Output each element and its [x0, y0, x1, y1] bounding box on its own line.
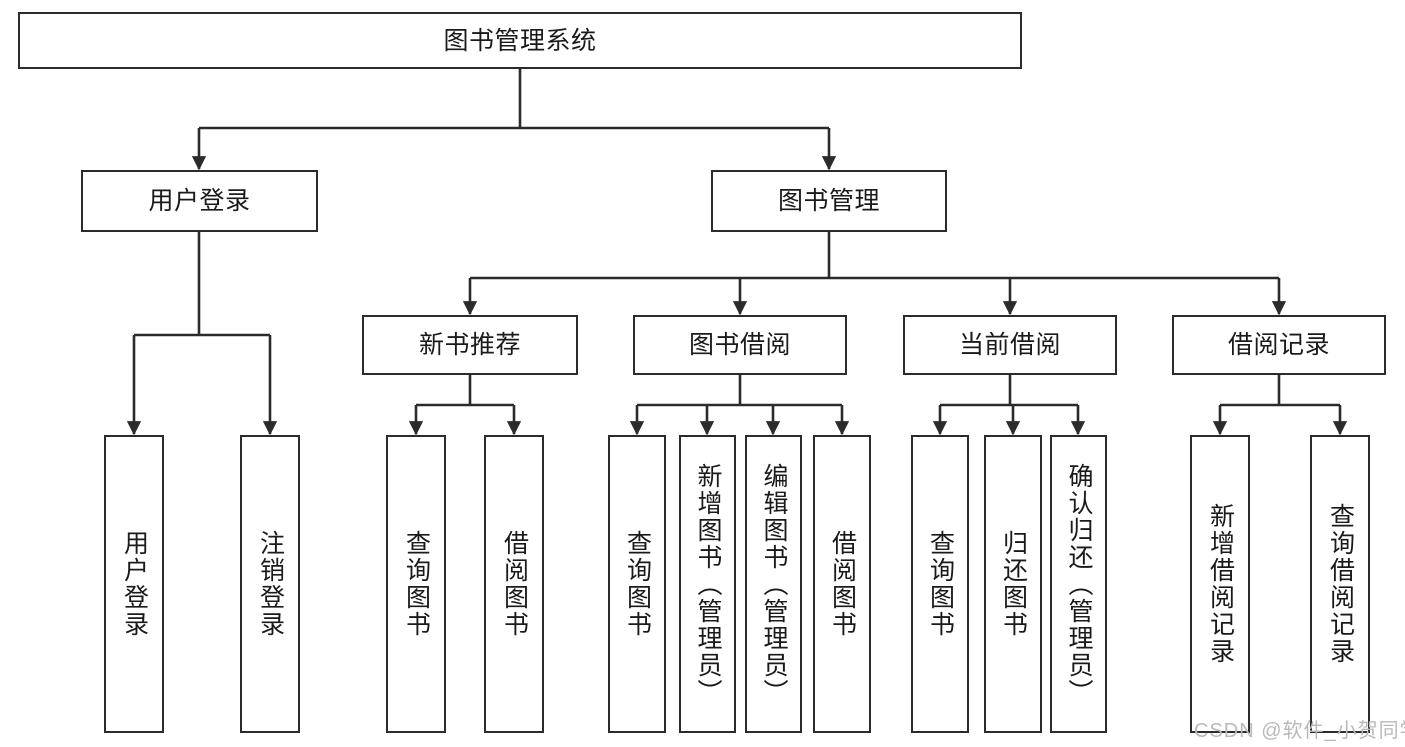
- node-label-book-borrow: 图书借阅: [688, 331, 791, 359]
- node-label-leaf-user-login: 用户登录: [120, 530, 149, 638]
- node-leaf-brw-edit[interactable]: 编辑图书（管理员）: [745, 435, 802, 733]
- node-label-new-book-rec: 新书推荐: [418, 331, 521, 359]
- node-label-leaf-rec-add: 新增借阅记录: [1206, 503, 1235, 665]
- node-leaf-brw-borrow[interactable]: 借阅图书: [813, 435, 871, 733]
- node-leaf-rec-query[interactable]: 查询图书: [386, 435, 446, 733]
- node-label-leaf-cur-query: 查询图书: [926, 530, 955, 638]
- node-label-borrow-record: 借阅记录: [1227, 331, 1330, 359]
- node-leaf-cur-confirm[interactable]: 确认归还（管理员）: [1050, 435, 1107, 733]
- node-leaf-cur-return[interactable]: 归还图书: [984, 435, 1042, 733]
- node-label-leaf-rec-query2: 查询借阅记录: [1326, 503, 1355, 665]
- node-borrow-record[interactable]: 借阅记录: [1172, 315, 1386, 375]
- node-label-leaf-rec-borrow: 借阅图书: [500, 530, 529, 638]
- node-label-book-manage: 图书管理: [777, 187, 880, 215]
- node-leaf-user-logout[interactable]: 注销登录: [240, 435, 300, 733]
- node-book-borrow[interactable]: 图书借阅: [633, 315, 847, 375]
- node-book-manage[interactable]: 图书管理: [711, 170, 947, 232]
- node-label-leaf-brw-add: 新增图书（管理员）: [694, 462, 722, 706]
- node-label-leaf-rec-query: 查询图书: [402, 530, 431, 638]
- node-label-current-borrow: 当前借阅: [958, 331, 1061, 359]
- node-leaf-rec-add[interactable]: 新增借阅记录: [1190, 435, 1250, 733]
- node-label-leaf-cur-return: 归还图书: [999, 530, 1028, 638]
- node-new-book-rec[interactable]: 新书推荐: [362, 315, 578, 375]
- node-label-leaf-brw-edit: 编辑图书（管理员）: [760, 462, 788, 706]
- node-label-leaf-cur-confirm: 确认归还（管理员）: [1065, 462, 1093, 706]
- node-label-leaf-brw-borrow: 借阅图书: [828, 530, 857, 638]
- node-leaf-brw-add[interactable]: 新增图书（管理员）: [679, 435, 736, 733]
- node-label-user-login: 用户登录: [148, 187, 251, 215]
- node-user-login[interactable]: 用户登录: [81, 170, 318, 232]
- node-root[interactable]: 图书管理系统: [18, 12, 1022, 69]
- node-leaf-cur-query[interactable]: 查询图书: [911, 435, 969, 733]
- node-leaf-user-login[interactable]: 用户登录: [104, 435, 164, 733]
- node-label-root: 图书管理系统: [443, 26, 597, 55]
- node-label-leaf-brw-query: 查询图书: [623, 530, 652, 638]
- node-current-borrow[interactable]: 当前借阅: [903, 315, 1117, 375]
- node-label-leaf-user-logout: 注销登录: [256, 530, 285, 638]
- node-leaf-brw-query[interactable]: 查询图书: [608, 435, 666, 733]
- node-leaf-rec-query2[interactable]: 查询借阅记录: [1310, 435, 1370, 733]
- node-leaf-rec-borrow[interactable]: 借阅图书: [484, 435, 544, 733]
